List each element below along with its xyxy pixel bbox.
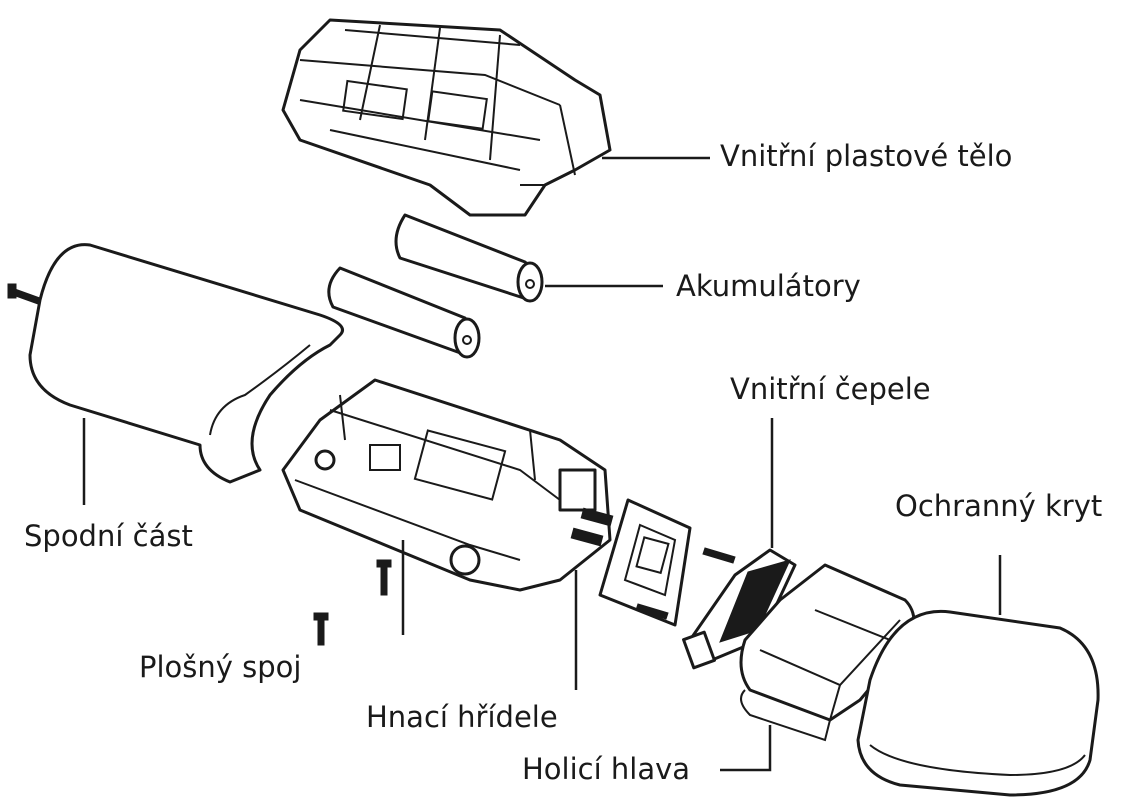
gasket-plate — [598, 498, 692, 627]
bottom-part — [28, 243, 344, 484]
bottom-screws — [313, 559, 392, 646]
inner-blades — [682, 548, 797, 670]
protective-cover — [856, 609, 1100, 797]
label-protective-cover: Ochranný kryt — [895, 489, 1103, 523]
label-batteries: Akumulátory — [676, 269, 861, 303]
label-shaving-head: Holicí hlava — [522, 752, 691, 786]
batteries — [327, 213, 544, 359]
label-inner-blades: Vnitřní čepele — [730, 372, 931, 406]
label-drive-shafts: Hnací hřídele — [366, 700, 558, 734]
drive-shafts — [570, 507, 614, 547]
screw-left — [7, 283, 41, 305]
blade-screws — [635, 547, 736, 620]
label-bottom-part: Spodní část — [24, 519, 193, 553]
leader-lines — [82, 156, 1002, 772]
circuit-board-housing — [281, 378, 612, 592]
label-circuit-board: Plošný spoj — [139, 650, 302, 684]
label-inner-plastic-body: Vnitřní plastové tělo — [720, 139, 1013, 173]
inner-plastic-body — [281, 18, 612, 217]
